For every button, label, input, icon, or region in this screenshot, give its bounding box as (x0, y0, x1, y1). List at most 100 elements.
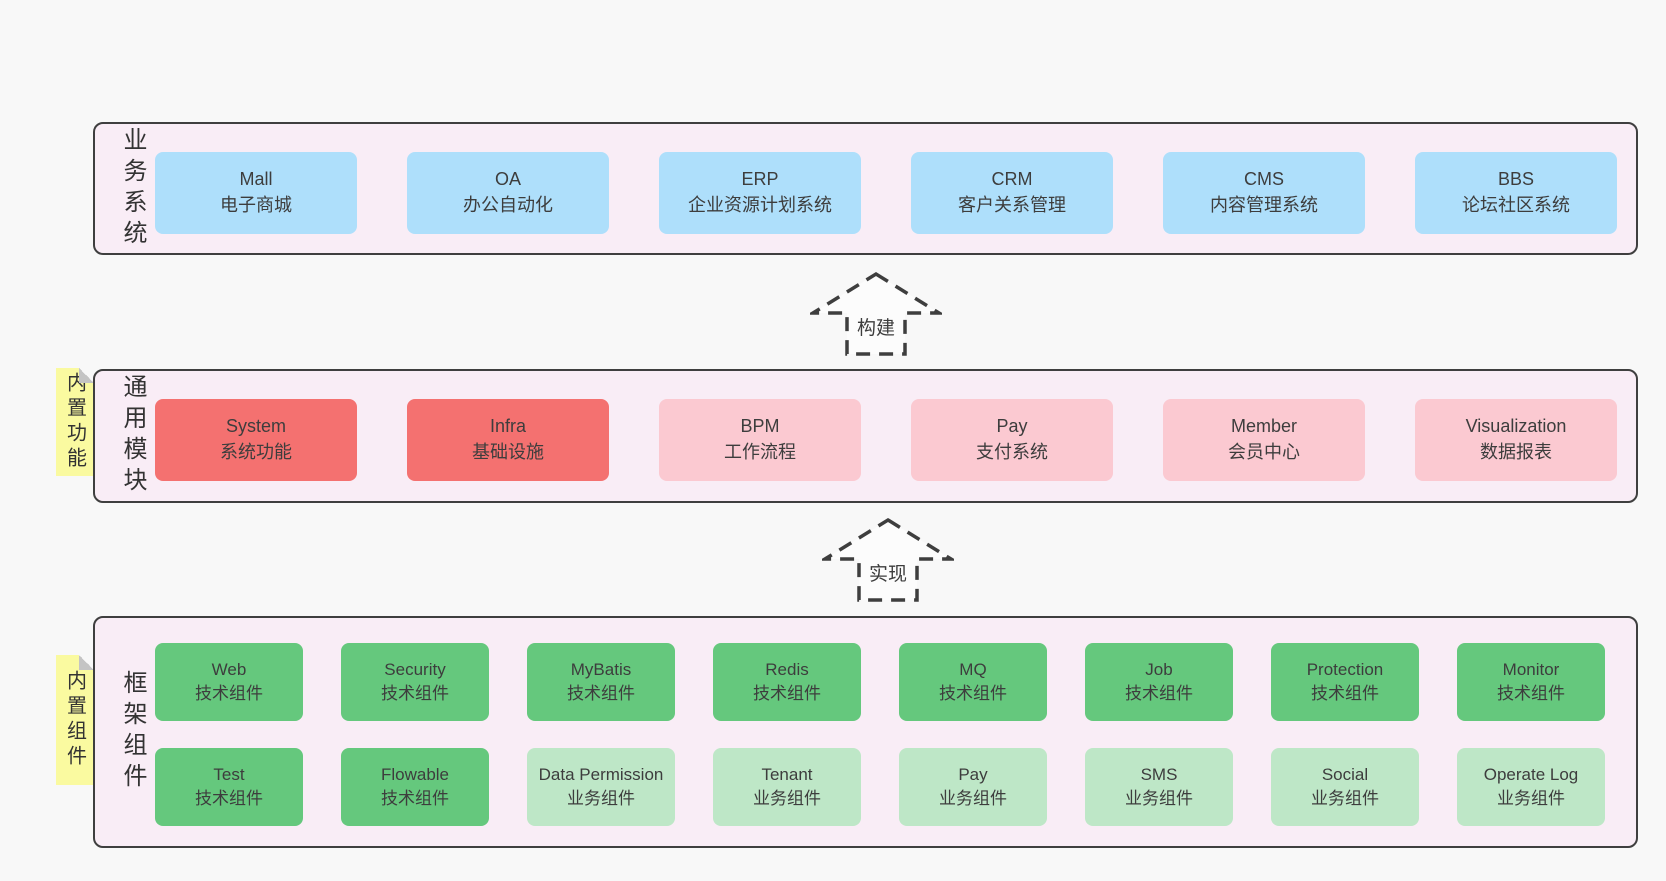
layer-common-modules: 通用模块 System 系统功能 Infra 基础设施 BPM 工作流程 Pay… (93, 369, 1638, 503)
box-title: Infra (489, 416, 527, 437)
box-row: System 系统功能 Infra 基础设施 BPM 工作流程 Pay 支付系统… (155, 399, 1617, 481)
box-title: Protection (1306, 659, 1384, 679)
box-redis: Redis 技术组件 (713, 643, 861, 721)
box-subtitle: 技术组件 (381, 789, 449, 808)
box-bpm: BPM 工作流程 (659, 399, 861, 481)
box-mq: MQ 技术组件 (899, 643, 1047, 721)
box-operate-log: Operate Log 业务组件 (1457, 748, 1605, 826)
box-subtitle: 技术组件 (195, 684, 263, 703)
box-oa: OA 办公自动化 (407, 152, 609, 234)
note-label: 内置组件 (63, 670, 86, 770)
box-erp: ERP 企业资源计划系统 (659, 152, 861, 234)
layer-business-systems: 业务系统 Mall 电子商城 OA 办公自动化 ERP 企业资源计划系统 CRM… (93, 122, 1638, 255)
box-title: Web (211, 659, 247, 679)
box-protection: Protection 技术组件 (1271, 643, 1419, 721)
box-title: Job (1145, 659, 1173, 679)
box-subtitle: 技术组件 (1311, 684, 1379, 703)
layer-label: 业务系统 (119, 126, 146, 251)
box-title: Pay (996, 416, 1028, 437)
box-security: Security 技术组件 (341, 643, 489, 721)
box-data-permission: Data Permission 业务组件 (527, 748, 675, 826)
box-title: Data Permission (538, 764, 664, 784)
box-system: System 系统功能 (155, 399, 357, 481)
box-title: Test (213, 764, 245, 784)
box-subtitle: 技术组件 (1125, 684, 1193, 703)
box-flowable: Flowable 技术组件 (341, 748, 489, 826)
box-title: Monitor (1502, 659, 1560, 679)
box-row: Mall 电子商城 OA 办公自动化 ERP 企业资源计划系统 CRM 客户关系… (155, 152, 1617, 234)
box-subtitle: 基础设施 (472, 442, 544, 462)
box-pay: Pay 支付系统 (911, 399, 1113, 481)
sticky-note-builtin-components: 内置组件 (56, 655, 94, 785)
arrow-label: 构建 (854, 313, 898, 340)
box-subtitle: 技术组件 (1497, 684, 1565, 703)
box-row: Test 技术组件 Flowable 技术组件 Data Permission … (155, 748, 1605, 826)
box-title: Pay (958, 764, 988, 784)
box-sms: SMS 业务组件 (1085, 748, 1233, 826)
box-subtitle: 企业资源计划系统 (688, 195, 832, 215)
box-infra: Infra 基础设施 (407, 399, 609, 481)
box-subtitle: 业务组件 (1311, 789, 1379, 808)
box-title: Mall (239, 169, 273, 190)
box-subtitle: 业务组件 (1497, 789, 1565, 808)
box-title: BPM (740, 416, 780, 437)
box-title: MyBatis (570, 659, 632, 679)
box-subtitle: 技术组件 (939, 684, 1007, 703)
box-member: Member 会员中心 (1163, 399, 1365, 481)
box-tenant: Tenant 业务组件 (713, 748, 861, 826)
box-title: ERP (741, 169, 779, 190)
layer-label: 框架组件 (119, 670, 146, 794)
box-visualization: Visualization 数据报表 (1415, 399, 1617, 481)
box-subtitle: 技术组件 (567, 684, 635, 703)
box-subtitle: 技术组件 (753, 684, 821, 703)
box-subtitle: 技术组件 (381, 684, 449, 703)
arrow-implement: 实现 (818, 517, 958, 603)
box-subtitle: 数据报表 (1480, 442, 1552, 462)
box-title: Member (1230, 416, 1297, 437)
box-subtitle: 业务组件 (939, 789, 1007, 808)
box-subtitle: 会员中心 (1228, 442, 1300, 462)
box-title: OA (494, 169, 521, 190)
box-title: BBS (1497, 169, 1535, 190)
box-pay-component: Pay 业务组件 (899, 748, 1047, 826)
note-label: 内置功能 (63, 372, 86, 472)
box-monitor: Monitor 技术组件 (1457, 643, 1605, 721)
box-mall: Mall 电子商城 (155, 152, 357, 234)
folded-corner-icon (79, 368, 94, 383)
layer-framework-components: 框架组件 Web 技术组件 Security 技术组件 MyBatis 技术组件… (93, 616, 1638, 848)
box-subtitle: 系统功能 (220, 442, 292, 462)
box-subtitle: 内容管理系统 (1210, 195, 1318, 215)
folded-corner-icon (79, 655, 94, 670)
box-web: Web 技术组件 (155, 643, 303, 721)
layer-label: 通用模块 (119, 374, 146, 498)
box-subtitle: 论坛社区系统 (1462, 195, 1570, 215)
box-title: MQ (959, 659, 987, 679)
box-subtitle: 业务组件 (567, 789, 635, 808)
box-title: System (225, 416, 286, 437)
box-cms: CMS 内容管理系统 (1163, 152, 1365, 234)
box-bbs: BBS 论坛社区系统 (1415, 152, 1617, 234)
box-subtitle: 业务组件 (1125, 789, 1193, 808)
box-subtitle: 工作流程 (724, 442, 796, 462)
box-subtitle: 支付系统 (976, 442, 1048, 462)
arrow-label: 实现 (866, 559, 910, 586)
box-title: Social (1321, 764, 1369, 784)
box-subtitle: 办公自动化 (463, 195, 553, 215)
box-title: Tenant (761, 764, 813, 784)
box-title: Redis (765, 659, 809, 679)
box-title: SMS (1140, 764, 1178, 784)
box-mybatis: MyBatis 技术组件 (527, 643, 675, 721)
sticky-note-builtin-functions: 内置功能 (56, 368, 94, 476)
box-crm: CRM 客户关系管理 (911, 152, 1113, 234)
box-subtitle: 电子商城 (220, 195, 292, 215)
box-title: Flowable (380, 764, 450, 784)
box-social: Social 业务组件 (1271, 748, 1419, 826)
box-test: Test 技术组件 (155, 748, 303, 826)
arrow-build: 构建 (806, 271, 946, 357)
box-row: Web 技术组件 Security 技术组件 MyBatis 技术组件 Redi… (155, 643, 1605, 721)
box-subtitle: 业务组件 (753, 789, 821, 808)
box-title: CRM (991, 169, 1033, 190)
box-subtitle: 客户关系管理 (958, 195, 1066, 215)
box-title: Security (384, 659, 446, 679)
box-job: Job 技术组件 (1085, 643, 1233, 721)
